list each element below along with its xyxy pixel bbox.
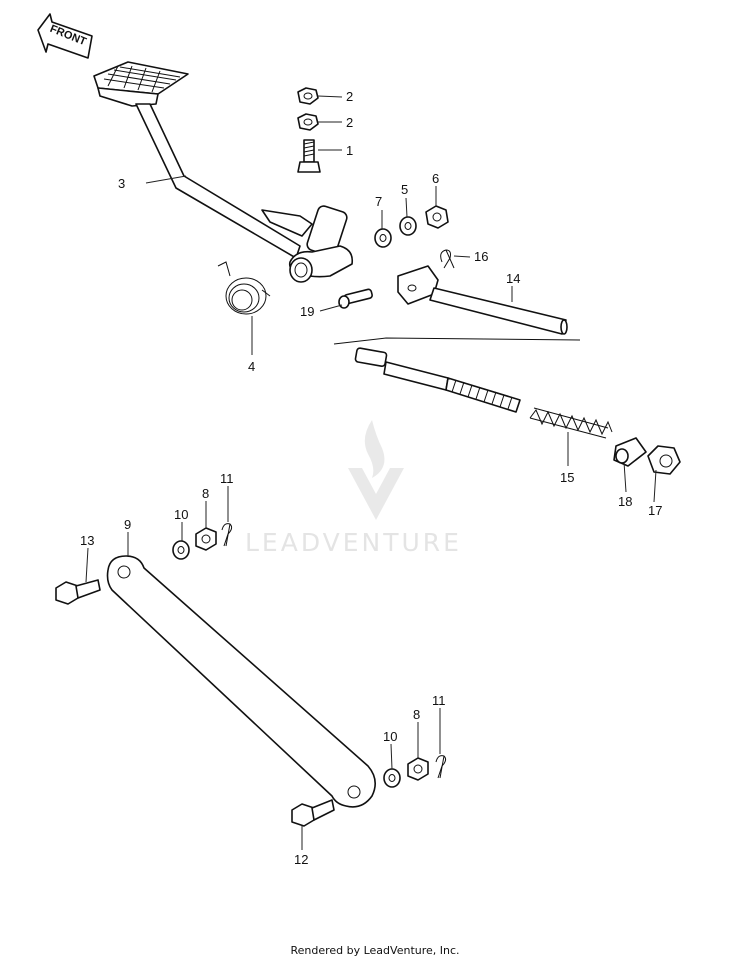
leadventure-watermark: LEADVENTURE <box>245 420 462 557</box>
part-15-spring <box>529 407 613 439</box>
callout-8-lower: 8 <box>413 707 420 722</box>
front-arrow-icon: FRONT <box>37 13 93 59</box>
rod-break-marker <box>333 337 581 345</box>
part-14-brake-rod <box>397 265 568 335</box>
part-6-nut <box>425 205 449 229</box>
callout-11-lower: 11 <box>432 693 446 708</box>
part-19-clevis-pin <box>338 288 373 309</box>
part-12-bolt <box>291 799 335 827</box>
part-9-torque-link <box>106 555 376 808</box>
part-4-return-spring <box>217 261 271 315</box>
callout-1: 1 <box>346 143 353 158</box>
part-18-joint <box>613 437 647 467</box>
callout-15: 15 <box>560 470 574 485</box>
part-2-nut-upper <box>297 87 319 105</box>
callout-2-lower: 2 <box>346 115 353 130</box>
part-14-rod-threaded-end <box>354 347 521 413</box>
part-8-nut-lower <box>407 757 429 781</box>
footer-credit: Rendered by LeadVenture, Inc. <box>290 944 460 957</box>
part-8-nut-upper <box>195 527 217 551</box>
part-7-washer <box>374 228 392 248</box>
part-17-adjusting-nut <box>647 445 681 475</box>
callout-14: 14 <box>506 271 520 286</box>
callout-12: 12 <box>294 852 308 867</box>
callout-6: 6 <box>432 171 439 186</box>
callout-9: 9 <box>124 517 131 532</box>
part-1-bolt <box>297 139 321 173</box>
part-16-cotter-pin <box>440 249 455 269</box>
callout-2-upper: 2 <box>346 89 353 104</box>
part-11-cotter-pin-upper <box>221 523 233 547</box>
part-3-brake-pedal <box>93 61 354 283</box>
part-10-washer-lower <box>383 768 401 788</box>
callout-13: 13 <box>80 533 94 548</box>
part-13-bolt <box>55 579 101 605</box>
callout-4: 4 <box>248 359 255 374</box>
callout-16: 16 <box>474 249 488 264</box>
part-5-lock-washer <box>399 216 417 236</box>
callout-11-upper: 11 <box>220 471 234 486</box>
part-10-washer-upper <box>172 540 190 560</box>
watermark-text: LEADVENTURE <box>245 528 462 557</box>
callout-5: 5 <box>401 182 408 197</box>
callout-18: 18 <box>618 494 632 509</box>
part-11-cotter-pin-lower <box>435 755 447 779</box>
callout-7: 7 <box>375 194 382 209</box>
callout-19: 19 <box>300 304 314 319</box>
callout-8-upper: 8 <box>202 486 209 501</box>
callout-10-lower: 10 <box>383 729 397 744</box>
callout-10-upper: 10 <box>174 507 188 522</box>
part-2-nut-lower <box>297 113 319 131</box>
callout-17: 17 <box>648 503 662 518</box>
callout-numbers: 2 2 1 3 7 5 6 16 14 19 4 15 18 17 13 9 1… <box>80 89 662 867</box>
leader-lines <box>85 95 657 850</box>
callout-3: 3 <box>118 176 125 191</box>
